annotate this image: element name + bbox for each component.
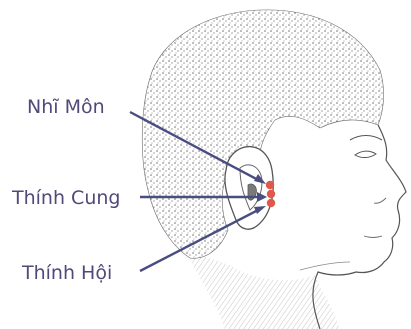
label-nhi-mon: Nhĩ Môn (27, 98, 105, 117)
mouth (364, 236, 382, 238)
nostril (374, 198, 386, 203)
eye (355, 151, 376, 157)
hair-region (142, 10, 383, 258)
acupoint-thinh-hoi (267, 199, 275, 207)
face-profile (313, 125, 406, 329)
acupoint-nhi-mon (266, 181, 274, 189)
acupoint-thinh-cung (267, 190, 275, 198)
brow (350, 136, 382, 141)
label-thinh-hoi: Thính Hội (22, 264, 112, 283)
jaw-line (300, 262, 350, 270)
label-thinh-cung: Thính Cung (12, 189, 120, 208)
